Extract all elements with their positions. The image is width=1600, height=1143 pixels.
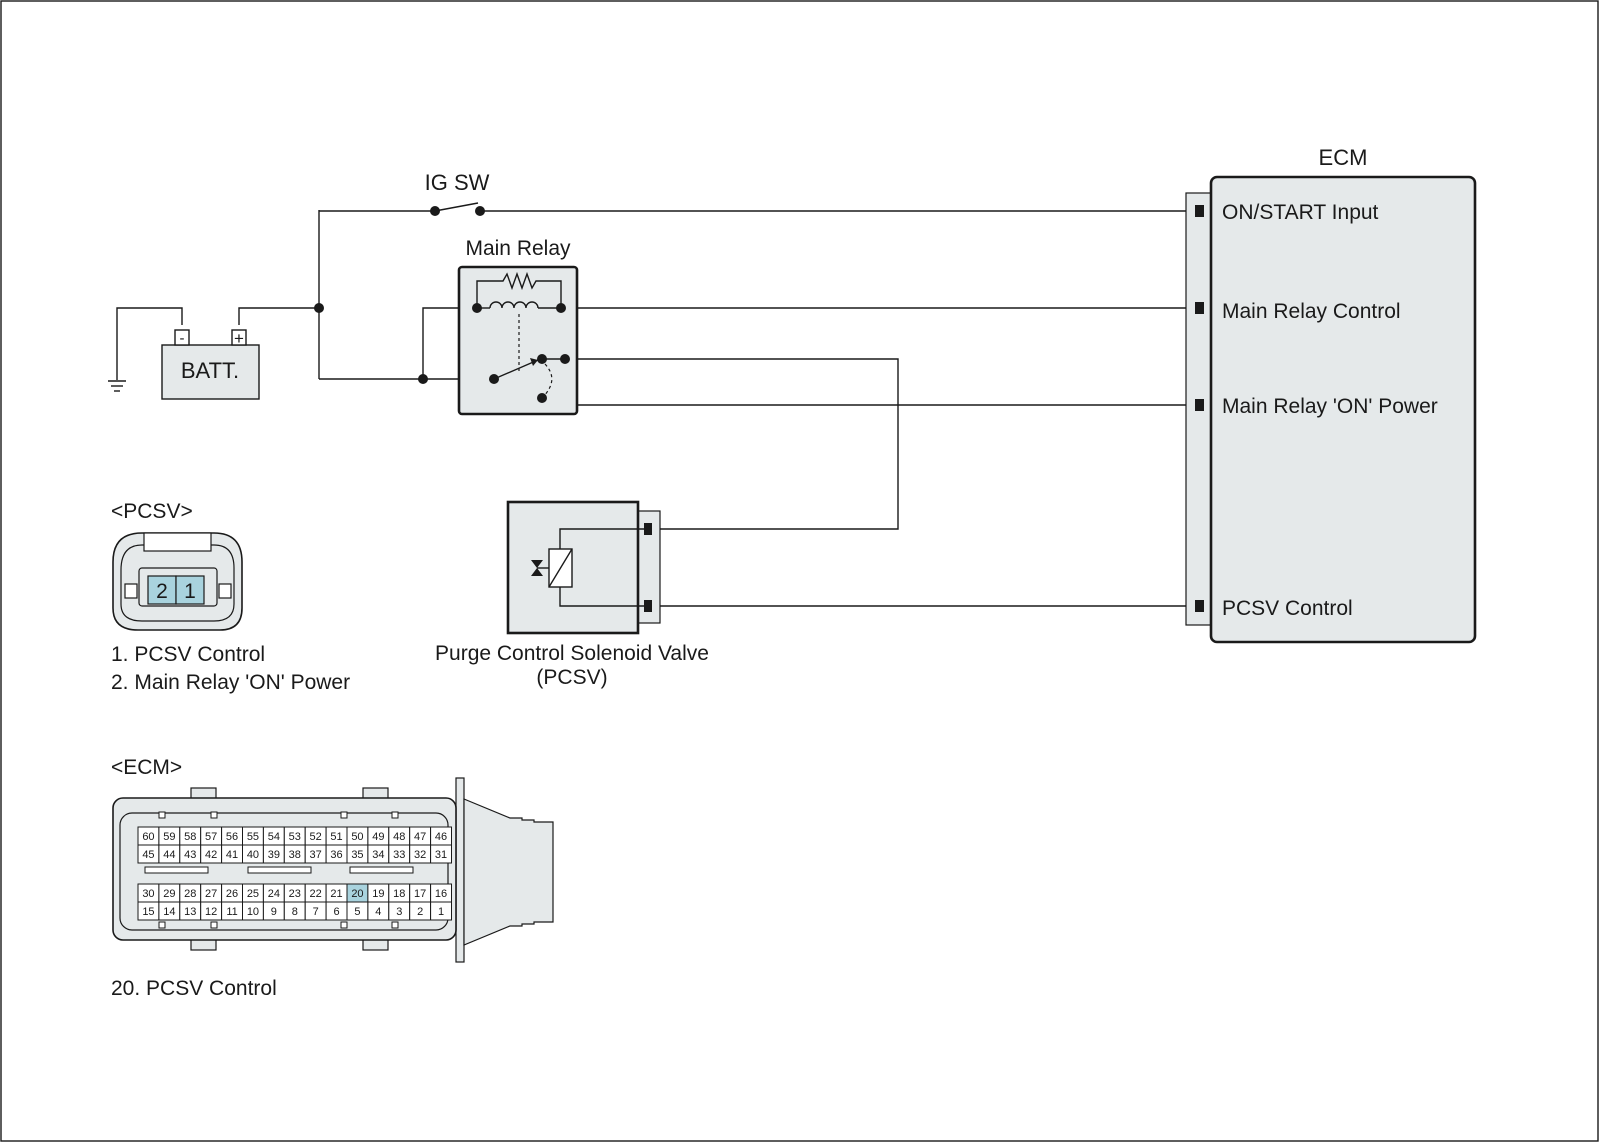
ecm-pin-number: 22 [310,888,322,900]
ecm-pin-number: 51 [330,831,342,843]
ecm-pin-number: 37 [310,849,322,861]
ecm-pin-number: 6 [333,906,339,918]
ecm-pin-number: 56 [226,831,238,843]
ecm-pin-number: 15 [142,906,154,918]
pcsv-component-label-1: Purge Control Solenoid Valve [435,642,709,665]
pcsv-legend-1: 1. PCSV Control [111,643,265,666]
pcsv-component-label-2: (PCSV) [536,666,607,689]
ecm-pin-number: 8 [292,906,298,918]
ecm-pin-number: 49 [372,831,384,843]
ecm-pin-number: 17 [414,888,426,900]
battery: - + BATT. [161,329,260,400]
pcsv-pin-1 [175,575,205,605]
ecm-pin-number: 54 [268,831,280,843]
ecm-pin-number: 60 [142,831,154,843]
ecm-pin-number: 39 [268,849,280,861]
ecm-pin-number: 32 [414,849,426,861]
ecm-pin-number: 27 [205,888,217,900]
ecm-pin-number: 16 [435,888,447,900]
ecm-pin-number: 10 [247,906,259,918]
pcsv-pin-2-label: 2 [156,580,168,603]
ecm-pin-number: 3 [396,906,402,918]
main-relay: Main Relay [457,237,579,416]
ecm-pin-number: 28 [184,888,196,900]
ecm-pin-number: 46 [435,831,447,843]
ecm-pin-number: 5 [354,906,360,918]
ecm-connector-title: <ECM> [111,756,182,779]
pcsv-connector-title: <PCSV> [111,500,193,523]
ecm-pin-cell [430,844,453,864]
ecm-pin-number: 4 [375,906,381,918]
ecm-pin-number: 31 [435,849,447,861]
main-relay-label: Main Relay [465,237,571,260]
ecm-pin-number: 21 [330,888,342,900]
pcsv-component: Purge Control Solenoid Valve (PCSV) [435,500,709,689]
pcsv-connector: <PCSV> 2 1 1. PCSV Control 2. Main Relay… [111,500,350,694]
ecm-pin-number: 48 [393,831,405,843]
ecm-pin-main-relay-control: Main Relay Control [1222,300,1401,323]
ecm-pin-number: 23 [289,888,301,900]
ecm-pin-number: 18 [393,888,405,900]
ecm-pin-number: 2 [417,906,423,918]
ecm-pin-number: 53 [289,831,301,843]
ecm-pin-number: 26 [226,888,238,900]
ecm-pin-number: 25 [247,888,259,900]
ecm-pin-number: 57 [205,831,217,843]
ecm-pin-number: 58 [184,831,196,843]
ecm-pin-number: 44 [163,849,175,861]
ecm-pin-main-relay-on-power: Main Relay 'ON' Power [1222,395,1438,418]
ecm-pin-cell [430,901,453,921]
ecm-pin-number: 33 [393,849,405,861]
ecm-pin-number: 35 [351,849,363,861]
battery-plus: + [234,329,244,348]
ecm-pin-number: 14 [163,906,175,918]
ecm-pin-number: 47 [414,831,426,843]
ecm-title: ECM [1319,145,1368,170]
ecm-pin-number: 13 [184,906,196,918]
ecm-pin-number: 38 [289,849,301,861]
ecm-pin-number: 12 [205,906,217,918]
ecm-pin-number: 7 [313,906,319,918]
ecm-pin-number: 50 [351,831,363,843]
ecm-pin-number: 36 [330,849,342,861]
ecm-pin-number: 30 [142,888,154,900]
ecm-legend: 20. PCSV Control [111,977,277,1000]
ecm-pin-number: 41 [226,849,238,861]
ecm-pin-number: 55 [247,831,259,843]
ecm-pin-number: 1 [438,906,444,918]
ecm-pin-number: 24 [268,888,280,900]
ecm-pin-number: 9 [271,906,277,918]
ecm-pin-on-start-input: ON/START Input [1222,201,1379,224]
ecm-pin-number: 42 [205,849,217,861]
ecm-pin-number: 20 [351,888,363,900]
battery-label: BATT. [181,358,239,383]
ecm-block: ECM ON/START Input Main Relay Control Ma… [1185,145,1477,644]
ecm-pin-number: 11 [226,906,237,918]
ecm-pin-number: 59 [163,831,175,843]
pcsv-pin-1-label: 1 [184,580,196,603]
pcsv-legend-2: 2. Main Relay 'ON' Power [111,671,350,694]
ecm-pin-pcsv-control: PCSV Control [1222,597,1353,620]
ecm-pin-number: 43 [184,849,196,861]
ecm-pin-number: 45 [142,849,154,861]
ecm-pin-number: 29 [163,888,175,900]
ecm-pin-number: 34 [372,849,384,861]
ig-sw-label: IG SW [425,170,490,195]
ecm-pin-number: 52 [310,831,322,843]
junction-dots [314,206,485,384]
ecm-pin-number: 19 [372,888,384,900]
ecm-pin-number: 40 [247,849,259,861]
battery-minus: - [180,330,185,347]
